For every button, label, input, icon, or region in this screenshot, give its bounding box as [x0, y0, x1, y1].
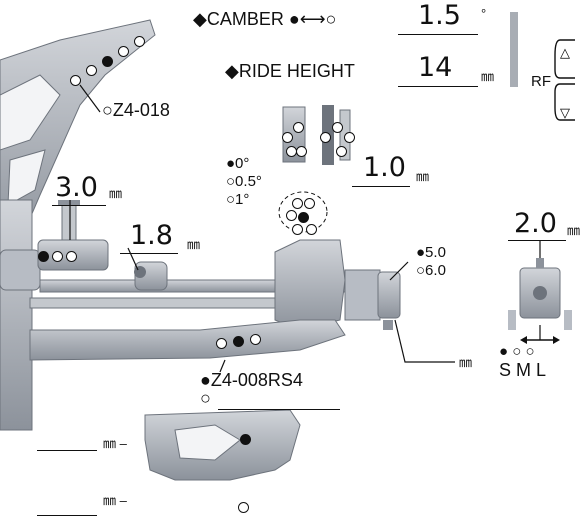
angle-option: ●0° — [226, 155, 250, 172]
bump-stop-tab — [508, 310, 516, 330]
hole-marker — [238, 502, 249, 513]
leader-z4018 — [79, 84, 101, 113]
spare-lower-arm-cutout — [174, 424, 241, 461]
hole-marker — [332, 122, 343, 133]
hole-marker — [282, 132, 293, 143]
hole-marker — [292, 224, 303, 235]
hole-marker-selected — [240, 434, 251, 445]
camber-unit: ° — [481, 6, 487, 21]
hole-marker — [336, 146, 347, 157]
down-arrow-icon: ▽ — [560, 106, 570, 121]
axle-unit: ㎜ — [459, 355, 473, 370]
hole-marker — [216, 338, 227, 349]
axle — [344, 269, 381, 321]
hole-marker — [292, 198, 303, 209]
angle-option: ○1° — [226, 191, 250, 208]
hub-carrier — [274, 239, 346, 331]
hole-marker — [66, 251, 77, 262]
axle-pin — [383, 320, 393, 330]
shock-spacer-unit: ㎜ — [109, 186, 123, 201]
hole-marker — [52, 251, 63, 262]
arm-alt-underline — [218, 409, 340, 410]
dashed-highlight — [278, 191, 328, 233]
shock-spacer — [61, 204, 77, 241]
camber-value: 1.5 — [418, 0, 461, 31]
camber-spacer-unit: ㎜ — [416, 169, 430, 184]
bump-spacer-underline — [508, 240, 566, 241]
ride-height-value: 14 — [418, 52, 453, 83]
hole-marker — [86, 65, 97, 76]
rf-bracket-upper — [554, 39, 575, 79]
link-spacer-value: 1.8 — [130, 220, 173, 251]
hole-marker — [286, 146, 297, 157]
bump-stop-tab — [564, 310, 572, 330]
ride-height-underline — [398, 86, 478, 87]
hole-marker-selected — [102, 56, 113, 67]
shock-spacer-cap — [58, 200, 80, 205]
hole-marker-selected — [233, 336, 244, 347]
bump-spacer-value: 2.0 — [514, 208, 557, 239]
hole-marker — [286, 210, 297, 221]
camber-label: ◆CAMBER ●⟷○ — [193, 9, 337, 29]
link-spacer-underline — [120, 253, 178, 254]
camber-underline — [398, 34, 478, 35]
angle-option: ○0.5° — [226, 173, 262, 190]
arm-lower-unit: ㎜ – — [103, 493, 127, 508]
side-label: RF — [531, 73, 551, 90]
camber-spacer-underline — [352, 186, 410, 187]
hole-marker — [134, 36, 145, 47]
sml-arrow-right-icon — [553, 336, 560, 344]
leader-hub — [389, 261, 409, 281]
bump-spacer-unit: ㎜ — [567, 223, 581, 238]
hole-marker — [70, 75, 81, 86]
hub-option: ●5.0 — [416, 244, 446, 261]
hole-marker — [293, 122, 304, 133]
lower-arm — [29, 319, 346, 361]
arm-upper-unit: ㎜ – — [103, 436, 127, 451]
link-ball-center — [134, 266, 146, 278]
ride-height-unit: ㎜ — [481, 69, 495, 84]
leader-link — [127, 247, 139, 271]
sml-arrow-left-icon — [520, 336, 527, 344]
shock-tower-cutout — [0, 74, 61, 151]
shock-spacer-underline — [52, 205, 106, 206]
ride-height-label: ◆RIDE HEIGHT — [225, 61, 355, 81]
hub-option: ○6.0 — [416, 262, 446, 279]
shock-spacer-value: 3.0 — [55, 172, 98, 203]
arm-upper-underline — [37, 450, 97, 451]
shock-tower-cutout — [7, 149, 46, 206]
hole-marker — [118, 46, 129, 57]
hole-marker — [306, 224, 317, 235]
hole-marker — [296, 146, 307, 157]
arm-lower-underline — [37, 515, 97, 516]
leader-axle — [394, 319, 455, 363]
upper-part-number: ○Z4-018 — [102, 100, 170, 120]
camber-spacer-value: 1.0 — [363, 152, 406, 183]
hole-marker — [250, 334, 261, 345]
hole-marker — [320, 132, 331, 143]
separator-bar — [510, 12, 518, 87]
arm-alt-marker: ○ — [200, 388, 211, 408]
hole-marker — [344, 132, 355, 143]
bulkhead-mount — [0, 249, 41, 291]
rf-bracket-lower — [554, 83, 575, 121]
bulkhead — [0, 199, 33, 431]
hole-marker-selected — [38, 251, 49, 262]
bump-stop-spacer — [536, 258, 544, 268]
arm-part-number: ●Z4-008RS4 — [200, 370, 303, 390]
bump-stop-bolt — [533, 286, 547, 300]
wheel-hex — [377, 271, 401, 319]
link-spacer-unit: ㎜ — [187, 237, 201, 252]
up-arrow-icon: △ — [560, 46, 570, 61]
sml-dots: ● ○ ○ — [499, 343, 535, 360]
leader-arm — [219, 359, 226, 373]
hole-marker — [304, 198, 315, 209]
hole-marker-selected — [298, 212, 309, 223]
sml-labels: S M L — [499, 360, 547, 380]
